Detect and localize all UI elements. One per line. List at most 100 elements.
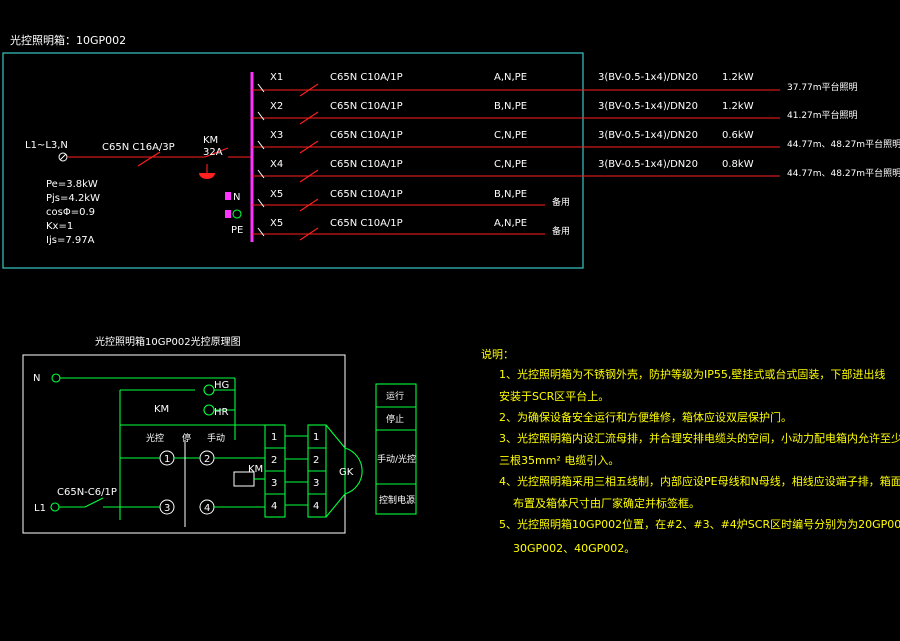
circuit-dest: 44.77m、48.27m平台照明: [787, 138, 900, 150]
circuit-row: X4 C65N C10A/1P C,N,PE 3(BV-0.5-1x4)/DN2…: [252, 159, 900, 183]
n-bus-icon: [225, 192, 231, 200]
hg-label: HG: [214, 380, 229, 391]
hr-label: HR: [214, 407, 229, 418]
circuit-id: X4: [270, 159, 283, 170]
circuit-phase: C,N,PE: [494, 130, 527, 141]
circuit-breaker-icon: [299, 227, 319, 241]
svg-text:1: 1: [313, 432, 319, 443]
svg-text:3: 3: [164, 503, 170, 514]
km-contact-label: KM: [154, 404, 169, 415]
schematic-breaker: C65N-C6/1P: [57, 487, 117, 498]
coil-icon: [199, 173, 215, 179]
incoming-breaker-icon: [137, 151, 161, 167]
l1-breaker-icon: [84, 497, 104, 508]
circuit-power: 1.2kW: [722, 101, 754, 112]
pe-bus-label: PE: [231, 225, 243, 236]
box-border: [2, 52, 584, 269]
param-1: Pe=3.8kW: [46, 179, 98, 190]
circuit-id: X2: [270, 101, 283, 112]
circuit-power: 0.6kW: [722, 130, 754, 141]
svg-text:4: 4: [271, 501, 277, 512]
circuit-phase: C,N,PE: [494, 159, 527, 170]
note-line: 4、光控照明箱采用三相五线制，内部应设PE母线和N母线，相线应设端子排，箱面: [499, 474, 900, 488]
circuit-row: X2 C65N C10A/1P B,N,PE 3(BV-0.5-1x4)/DN2…: [252, 101, 858, 125]
note-line: 布置及箱体尺寸由厂家确定并标签框。: [513, 496, 700, 510]
circuit-breaker-icon: [299, 198, 319, 212]
note-line: 30GP002、40GP002。: [513, 542, 635, 555]
svg-text:3: 3: [271, 478, 277, 489]
circuit-cable: 3(BV-0.5-1x4)/DN20: [598, 72, 698, 83]
circuit-breaker-icon: [299, 169, 319, 183]
svg-text:2: 2: [271, 455, 277, 466]
legend-power: 控制电源: [379, 494, 415, 506]
circuit-breaker: C65N C10A/1P: [330, 101, 403, 112]
circuit-cable: 3(BV-0.5-1x4)/DN20: [598, 101, 698, 112]
circuit-row: X3 C65N C10A/1P C,N,PE 3(BV-0.5-1x4)/DN2…: [252, 130, 900, 154]
circuit-id: X5: [270, 189, 283, 200]
schematic-border: [22, 354, 346, 534]
n-terminal-icon: [51, 373, 61, 383]
param-4: Kx=1: [46, 221, 73, 232]
circuit-row: X1 C65N C10A/1P A,N,PE 3(BV-0.5-1x4)/DN2…: [252, 72, 858, 97]
circuit-breaker-icon: [299, 83, 319, 97]
circuit-dest: 44.77m、48.27m平台照明: [787, 167, 900, 179]
legend-run: 运行: [386, 390, 404, 402]
switch-label-stop: 停: [182, 432, 191, 444]
hg-lamp-icon: [203, 384, 215, 396]
switch-label-auto: 光控: [146, 432, 164, 444]
svg-text:2: 2: [204, 454, 210, 465]
contactor-rating: 32A: [203, 147, 223, 158]
circuit-cable: 3(BV-0.5-1x4)/DN20: [598, 130, 698, 141]
hr-lamp-icon: [203, 404, 215, 416]
circuit-breaker: C65N C10A/1P: [330, 130, 403, 141]
circuit-dest: 37.77m平台照明: [787, 81, 858, 93]
legend-stop: 停止: [386, 413, 404, 425]
incoming-label: L1~L3,N: [25, 140, 68, 151]
circuit-id: X1: [270, 72, 283, 83]
circuit-phase: A,N,PE: [494, 218, 527, 229]
param-3: cosΦ=0.9: [46, 207, 95, 218]
schematic-n-label: N: [33, 373, 40, 384]
contactor-icon: [204, 147, 229, 158]
circuit-breaker: C65N C10A/1P: [330, 159, 403, 170]
circuit-power: 0.8kW: [722, 159, 754, 170]
schematic-l1-label: L1: [34, 503, 46, 514]
circuit-row: X5 C65N C10A/1P B,N,PE 备用: [252, 189, 570, 212]
circuit-phase: B,N,PE: [494, 101, 527, 112]
circuit-breaker-icon: [299, 140, 319, 154]
note-line: 安装于SCR区平台上。: [499, 389, 609, 403]
svg-text:1: 1: [164, 454, 170, 465]
gk-sensor-icon: [344, 447, 363, 495]
circuit-breaker: C65N C10A/1P: [330, 189, 403, 200]
notes-heading: 说明：: [481, 347, 514, 361]
svg-text:3: 3: [313, 478, 319, 489]
svg-text:4: 4: [204, 503, 210, 514]
circuit-breaker: C65N C10A/1P: [330, 218, 403, 229]
svg-text:4: 4: [313, 501, 319, 512]
circuit-row: X5 C65N C10A/1P A,N,PE 备用: [252, 218, 570, 241]
note-line: 5、光控照明箱10GP002位置，在#2、#3、#4炉SCR区时编号分别为为20…: [499, 517, 900, 531]
param-2: Pjs=4.2kW: [46, 193, 100, 204]
circuit-phase: A,N,PE: [494, 72, 527, 83]
pe-bus-icon: [225, 210, 231, 218]
circuit-id: X5: [270, 218, 283, 229]
n-bus-label: N: [233, 192, 240, 203]
note-line: 3、光控照明箱内设汇流母排，并合理安排电缆头的空间，小动力配电箱内允许至少: [499, 431, 900, 445]
circuit-breaker: C65N C10A/1P: [330, 72, 403, 83]
circuit-id: X3: [270, 130, 283, 141]
circuit-breaker-icon: [299, 111, 319, 125]
legend-box: [375, 383, 417, 515]
circuit-dest: 41.27m平台照明: [787, 109, 858, 121]
circuit-power: 1.2kW: [722, 72, 754, 83]
note-line: 三根35mm² 电缆引入。: [499, 453, 619, 467]
legend-mode: 手动/光控: [377, 453, 416, 465]
note-line: 2、为确保设备安全运行和方便维修，箱体应设双层保护门。: [499, 410, 792, 424]
circuit-dest: 备用: [552, 225, 570, 237]
contactor-code: KM: [203, 135, 218, 146]
box-title: 光控照明箱：10GP002: [10, 33, 126, 47]
schematic-title: 光控照明箱10GP002光控原理图: [95, 335, 241, 348]
svg-text:1: 1: [271, 432, 277, 443]
km-coil-label: KM: [248, 464, 263, 475]
circuit-cable: 3(BV-0.5-1x4)/DN20: [598, 159, 698, 170]
